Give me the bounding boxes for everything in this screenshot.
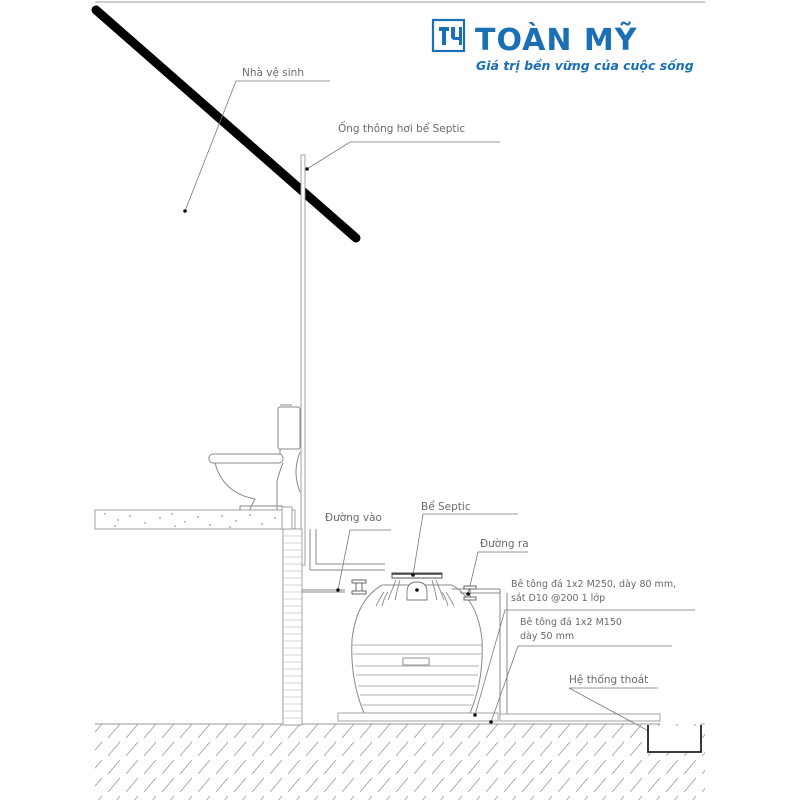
leader-top-slab: [474, 609, 695, 716]
base-slab: [337, 712, 499, 722]
brand-logo: TOÀN MỸ Giá trị bền vững của cuộc sống: [431, 18, 694, 73]
label-top-slab-line1: Bê tông đá 1x2 M250, dày 80 mm,: [511, 579, 676, 590]
vent-pipe: [300, 154, 306, 566]
label-inlet: Đường vào: [325, 512, 382, 524]
outlet-drain-line: [499, 589, 660, 719]
ground-slab-right: [499, 713, 661, 722]
drainage-channel: [647, 725, 702, 753]
inlet-coupling: [351, 579, 367, 595]
septic-tank: [351, 572, 483, 714]
label-drainage: Hệ thống thoát: [569, 674, 648, 686]
floor-slab: [94, 509, 296, 530]
ground: [95, 723, 705, 800]
brick-wall: [282, 528, 303, 726]
tm-logo-icon: [431, 18, 466, 53]
label-top-slab-line2: sắt D10 @200 1 lớp: [511, 593, 605, 604]
toilet: [208, 404, 301, 520]
brand-name: TOÀN MỸ: [475, 21, 638, 58]
label-outlet: Đường ra: [480, 538, 529, 550]
toilet-drain-pipe: [281, 506, 293, 530]
leader-outlet: [467, 551, 528, 595]
leader-base-slab: [490, 645, 672, 723]
leader-restroom: [184, 80, 330, 212]
leader-vent-pipe: [306, 141, 500, 170]
floor-aggregate: [104, 513, 289, 528]
label-restroom: Nhà vệ sinh: [242, 67, 304, 79]
label-base-slab-line2: dày 50 mm: [520, 631, 574, 642]
tank-label-plate: [402, 657, 430, 666]
roof-beam: [91, 5, 361, 243]
leader-inlet: [337, 529, 391, 591]
leader-septic-tank: [412, 513, 518, 576]
label-base-slab-line1: Bê tông đá 1x2 M150: [520, 617, 622, 628]
outlet-coupling: [463, 585, 477, 601]
brand-slogan: Giá trị bền vững của cuộc sống: [476, 58, 694, 73]
label-vent-pipe: Ống thông hơi bể Septic: [338, 121, 465, 135]
label-septic-tank: Bể Septic: [421, 500, 471, 513]
